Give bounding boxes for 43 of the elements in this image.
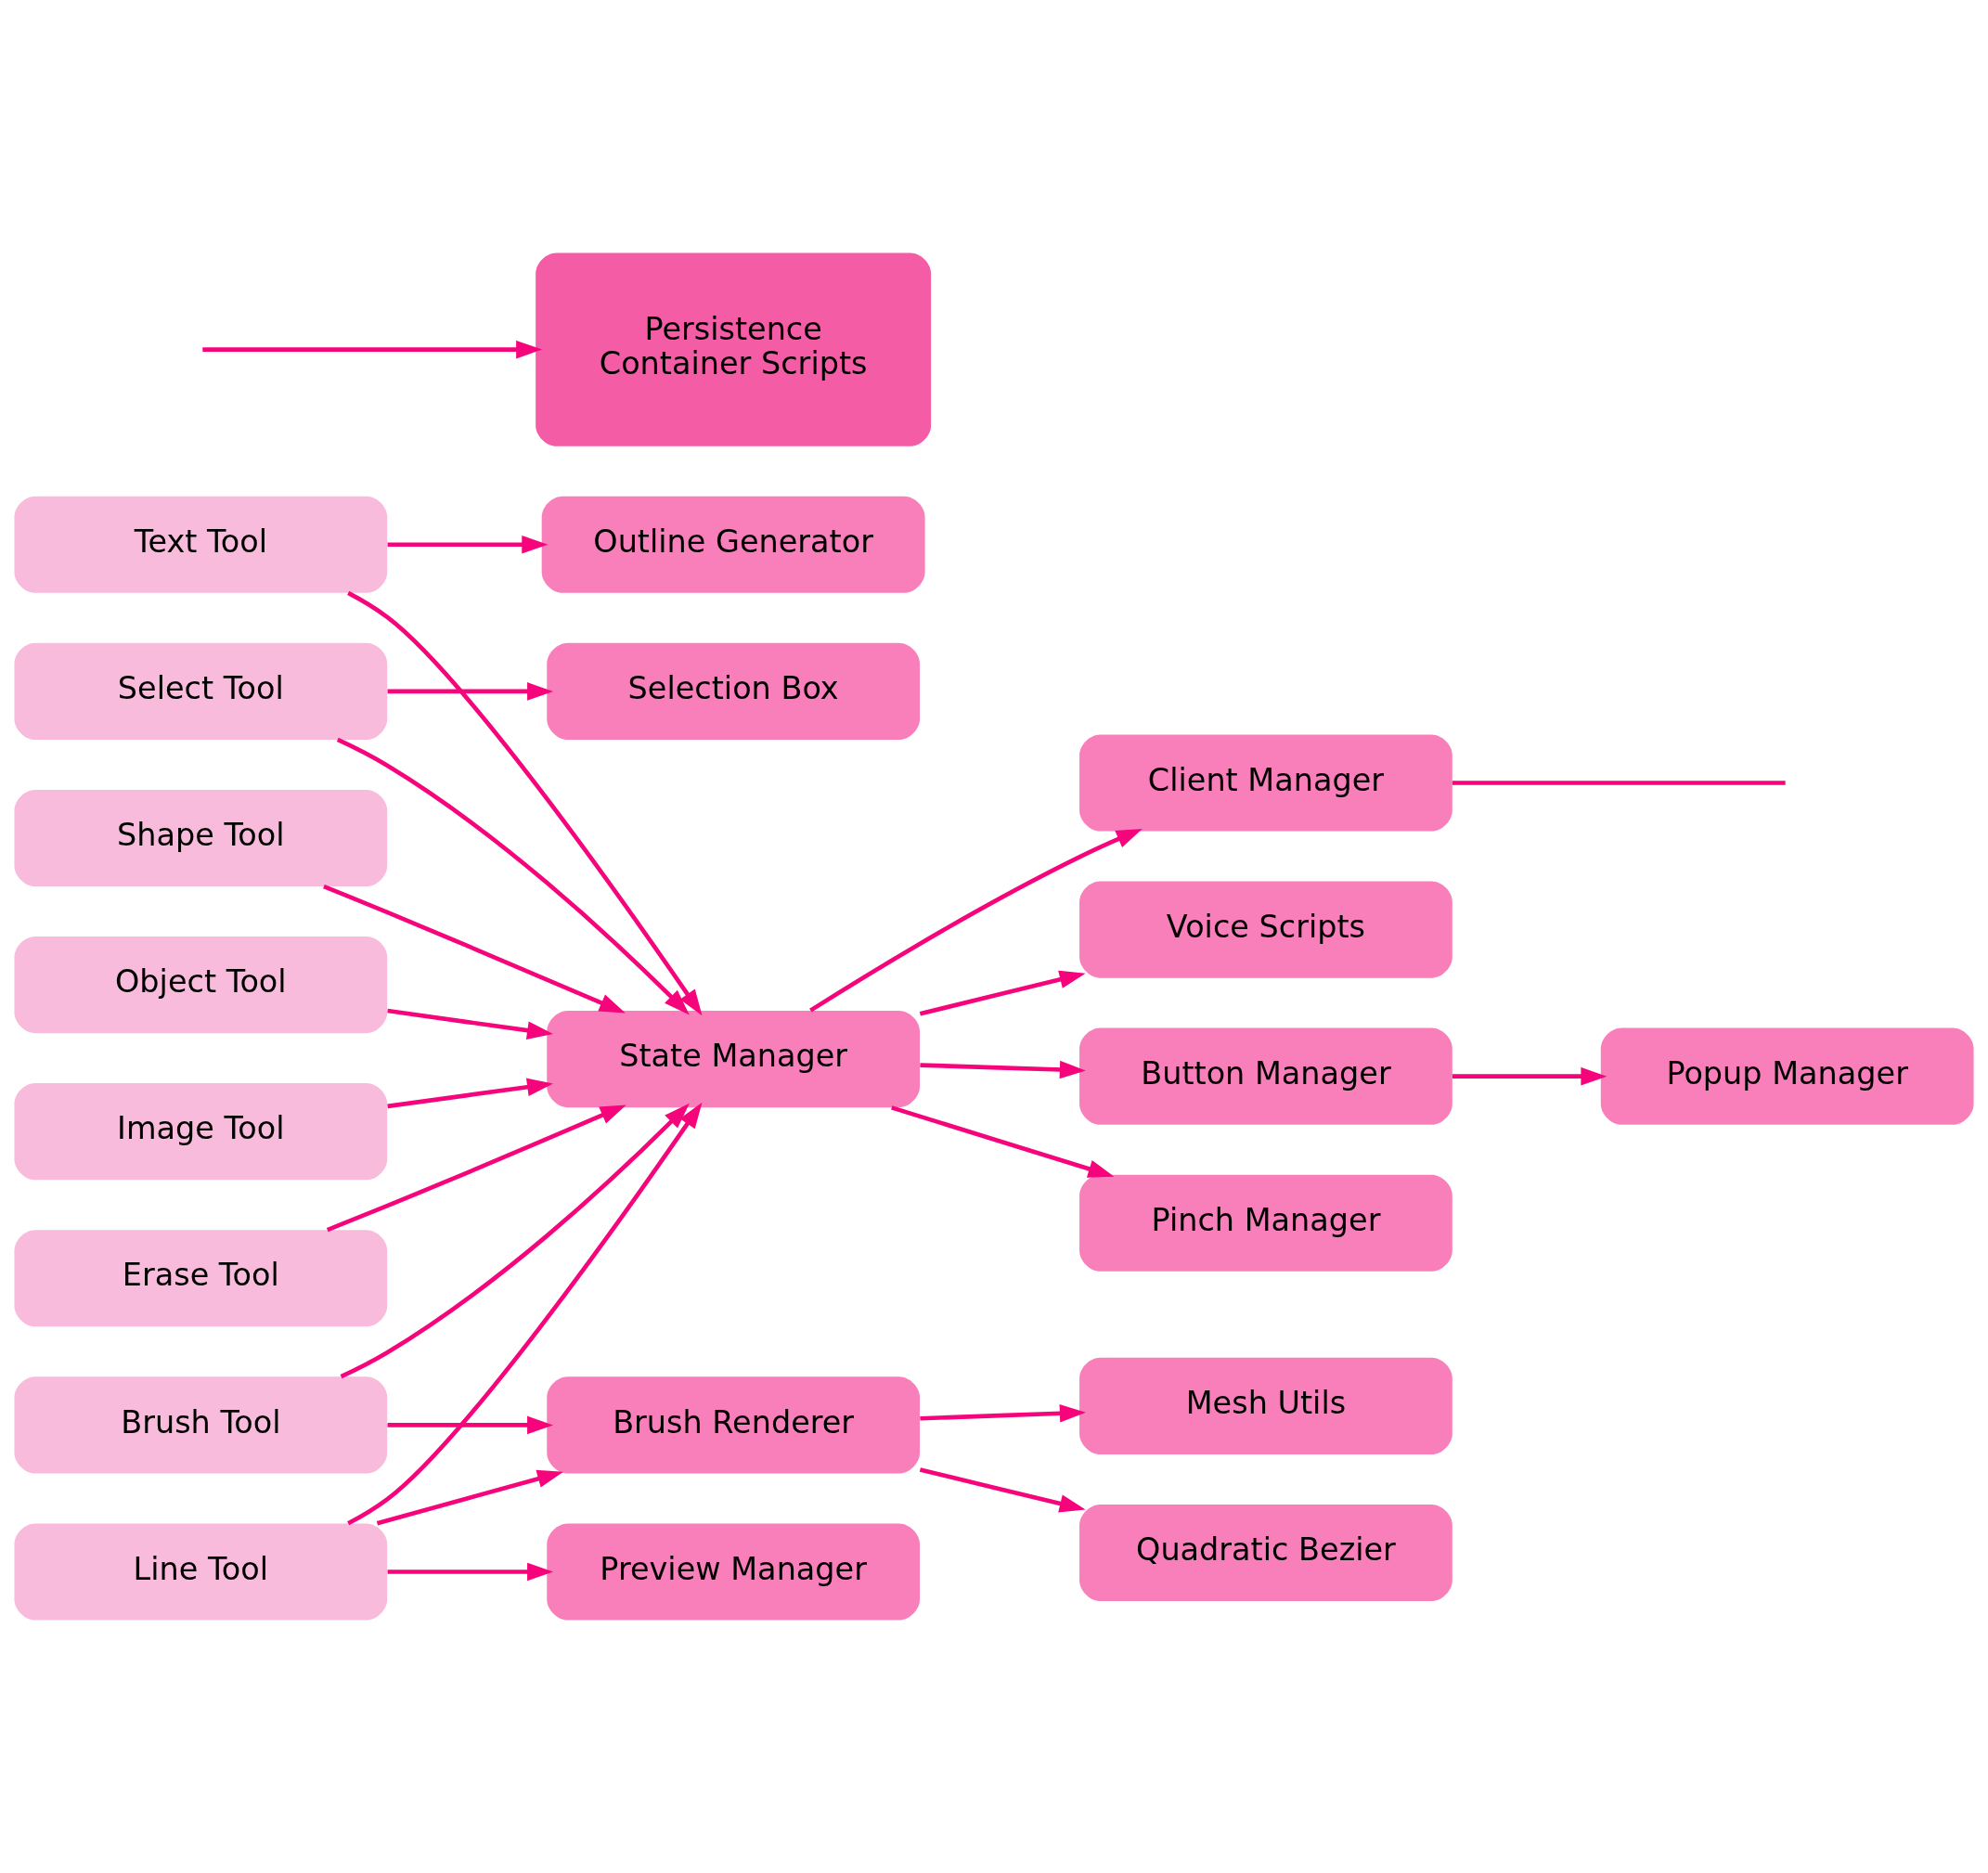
arrow bbox=[387, 1078, 553, 1109]
node-box: Persistence Container Scripts bbox=[536, 252, 932, 446]
arrow bbox=[919, 1467, 1086, 1513]
arrow bbox=[387, 1008, 553, 1040]
arrow bbox=[387, 536, 549, 554]
arrow bbox=[891, 1105, 1115, 1178]
arrow bbox=[387, 682, 554, 701]
arrow bbox=[347, 590, 703, 1016]
arrow bbox=[347, 1102, 703, 1526]
node-box: Popup Manager bbox=[1600, 1027, 1974, 1125]
node-box: Object Tool bbox=[14, 936, 388, 1034]
node-box: Preview Manager bbox=[547, 1523, 920, 1621]
node-box: Line Tool bbox=[14, 1523, 388, 1621]
node-box: Quadratic Bezier bbox=[1079, 1504, 1452, 1602]
arrow bbox=[323, 884, 626, 1014]
node-box: Voice Scripts bbox=[1079, 881, 1452, 978]
node-box: Image Tool bbox=[14, 1083, 388, 1181]
arrow bbox=[1452, 1066, 1607, 1086]
connector bbox=[1452, 781, 1786, 785]
node-box: Outline Generator bbox=[541, 496, 925, 593]
node-box: State Manager bbox=[547, 1011, 920, 1108]
node-box: Client Manager bbox=[1079, 734, 1452, 832]
arrow bbox=[376, 1469, 563, 1526]
arrow bbox=[919, 970, 1086, 1016]
node-box: Selection Box bbox=[547, 642, 920, 740]
arrow bbox=[202, 340, 543, 359]
arrow bbox=[387, 1562, 554, 1582]
arrow bbox=[326, 1104, 626, 1233]
node-box: Button Manager bbox=[1079, 1027, 1452, 1125]
node-box: Pinch Manager bbox=[1079, 1174, 1452, 1272]
node-box: Select Tool bbox=[14, 642, 388, 740]
node-box: Brush Renderer bbox=[547, 1376, 920, 1474]
arrow bbox=[920, 1060, 1086, 1079]
node-box: Erase Tool bbox=[14, 1230, 388, 1327]
node-box: Shape Tool bbox=[14, 789, 388, 887]
node-box: Mesh Utils bbox=[1079, 1357, 1452, 1454]
node-box: Brush Tool bbox=[14, 1376, 388, 1474]
node-box: Text Tool bbox=[14, 496, 388, 593]
arrow bbox=[340, 1103, 690, 1379]
arrow bbox=[387, 1415, 554, 1435]
arrow bbox=[809, 828, 1142, 1013]
arrow bbox=[920, 1404, 1086, 1423]
arrow bbox=[336, 737, 690, 1015]
